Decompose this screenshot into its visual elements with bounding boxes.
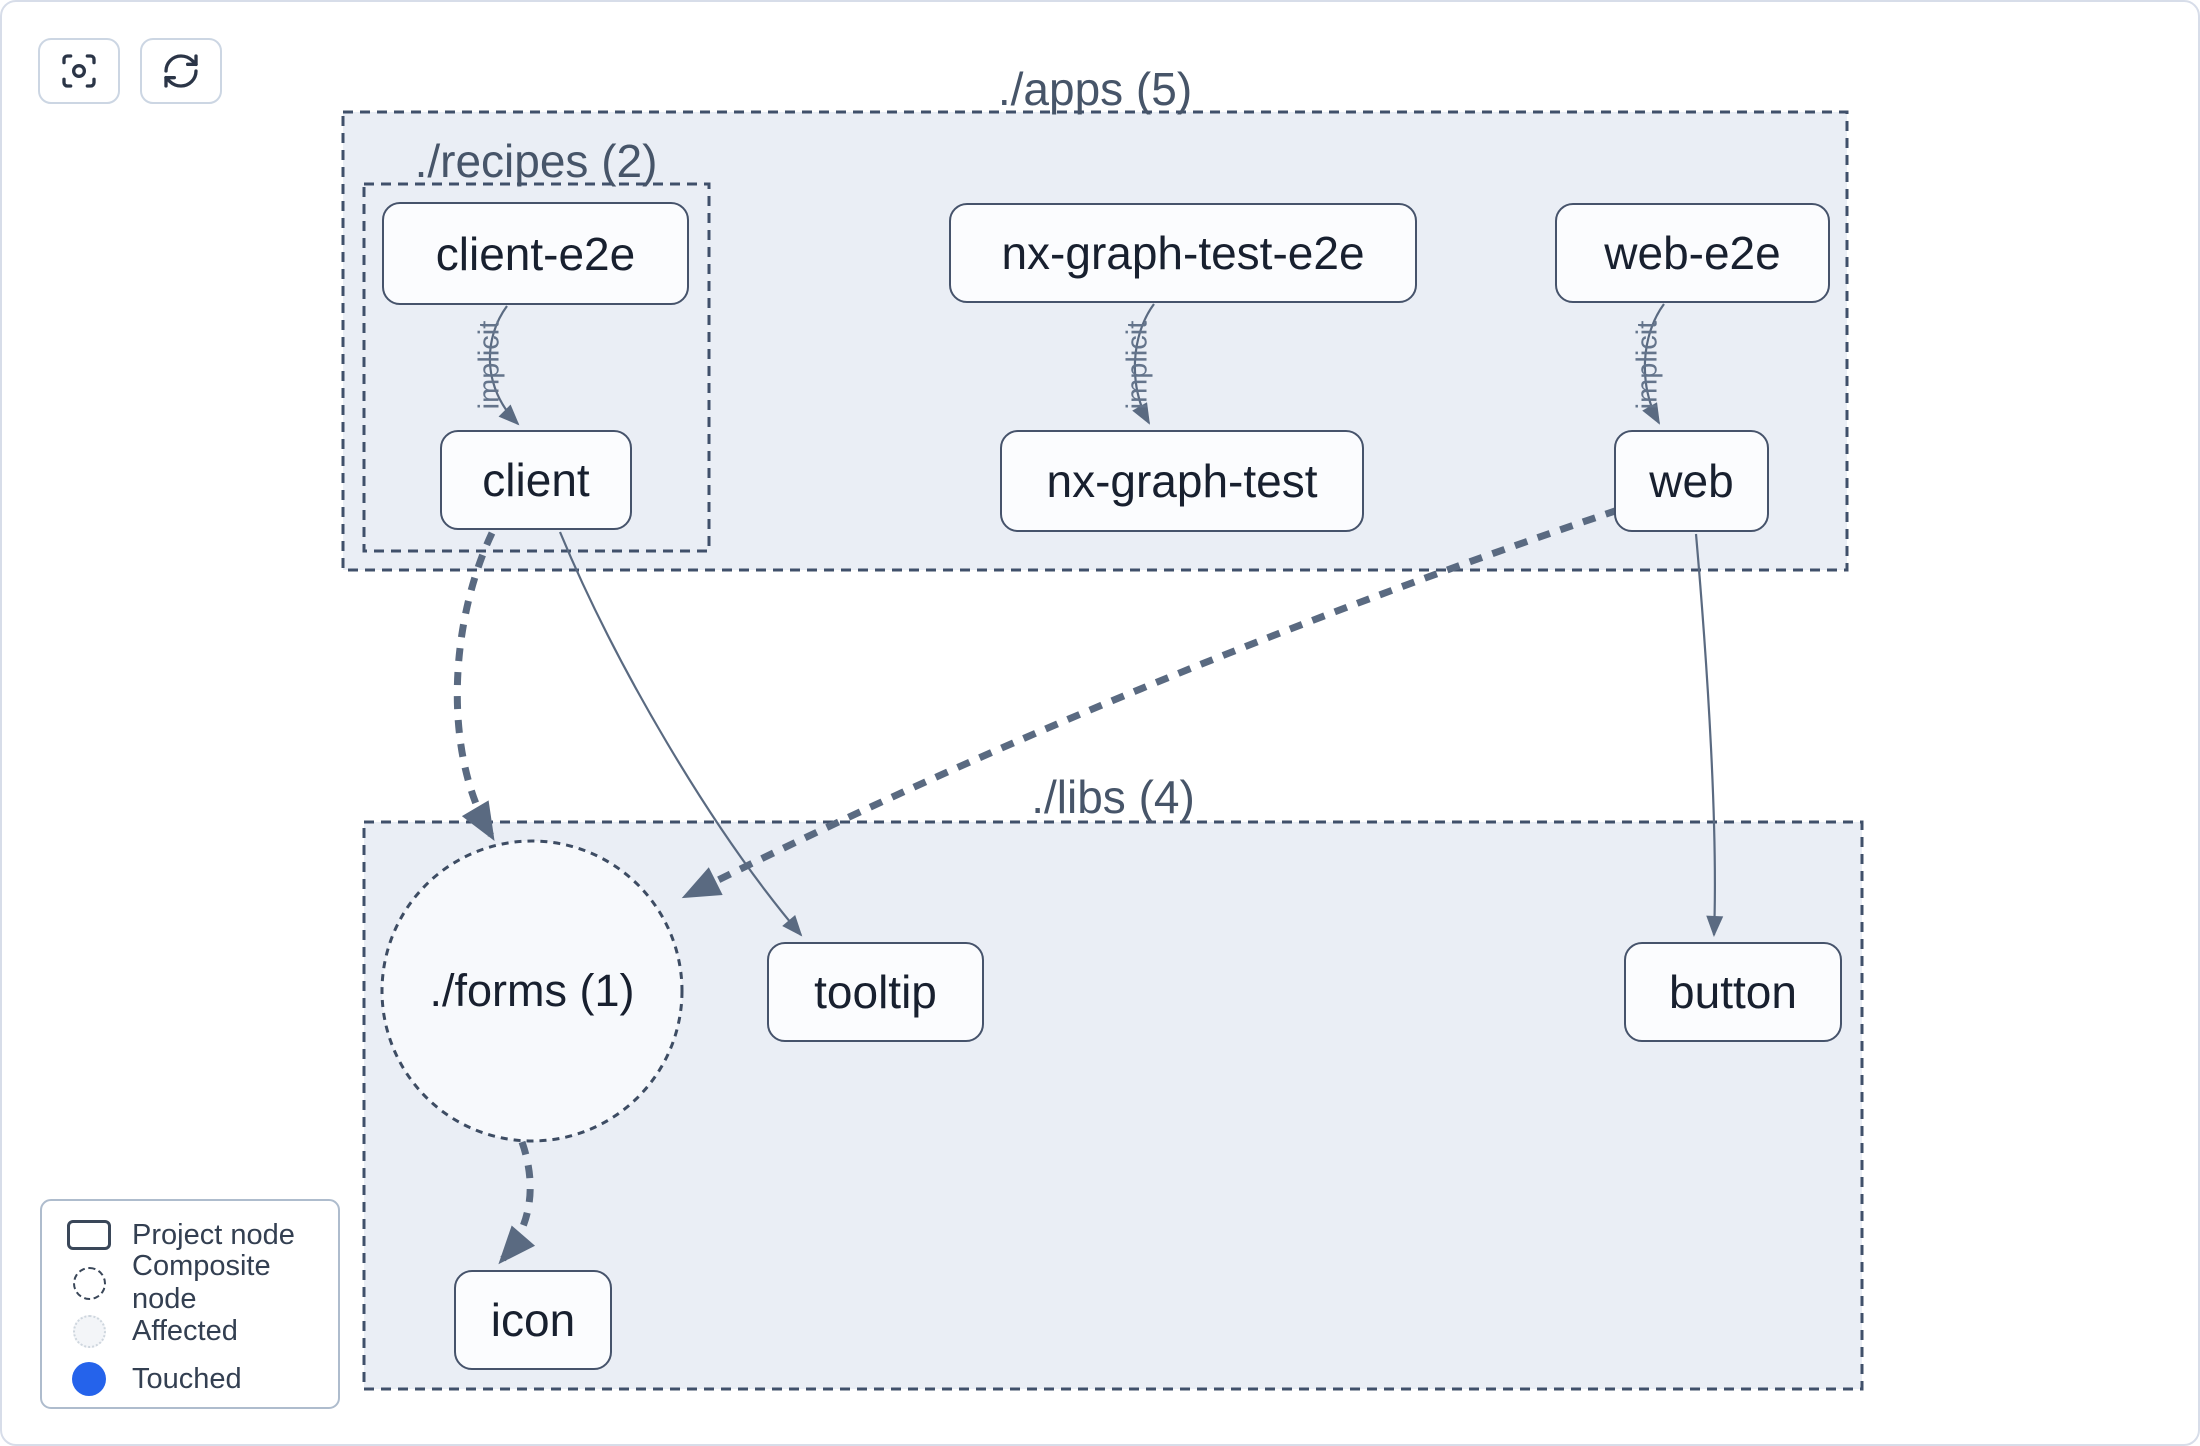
edge-client-forms: [453, 531, 496, 842]
focus-button[interactable]: [38, 38, 120, 104]
edge-label-implicit: implicit: [1631, 320, 1664, 410]
edge-label-implicit: implicit: [473, 320, 506, 410]
node-client-e2e[interactable]: client-e2e: [382, 202, 689, 305]
legend-label: Touched: [132, 1362, 242, 1395]
legend-row: Project node: [64, 1211, 338, 1259]
composite-node-symbol: [72, 1266, 106, 1300]
edge-label-implicit: implicit: [1121, 320, 1154, 410]
legend-label: Affected: [132, 1314, 238, 1347]
touched-symbol: [72, 1362, 106, 1396]
node-icon[interactable]: icon: [454, 1270, 612, 1370]
node-nx-graph-test-e2e[interactable]: nx-graph-test-e2e: [949, 203, 1417, 303]
node-nx-graph-test[interactable]: nx-graph-test: [1000, 430, 1364, 532]
legend: Project node Composite node Affected Tou…: [40, 1199, 340, 1409]
node-web-e2e[interactable]: web-e2e: [1555, 203, 1830, 303]
node-tooltip[interactable]: tooltip: [767, 942, 984, 1042]
focus-icon: [62, 54, 96, 88]
node-button[interactable]: button: [1624, 942, 1842, 1042]
legend-row: Composite node: [64, 1250, 338, 1315]
legend-row: Touched: [64, 1355, 338, 1403]
refresh-button[interactable]: [140, 38, 222, 104]
refresh-icon: [164, 54, 198, 88]
group-title-libs: ./libs (4): [1031, 771, 1195, 823]
edge-web-button: [1694, 533, 1724, 937]
node-client[interactable]: client: [440, 430, 632, 530]
legend-row: Affected: [64, 1307, 338, 1355]
composite-node-forms-label[interactable]: ./forms (1): [429, 965, 635, 1016]
group-title-recipes: ./recipes (2): [414, 135, 658, 187]
group-title-apps: ./apps (5): [997, 63, 1193, 115]
toolbar: [38, 38, 222, 104]
affected-symbol: [72, 1314, 106, 1348]
legend-label: Composite node: [132, 1250, 271, 1315]
node-web[interactable]: web: [1614, 430, 1769, 532]
composite-node-forms[interactable]: [380, 839, 684, 1143]
edge-web-forms: [681, 506, 1620, 899]
project-node-symbol: [67, 1220, 111, 1250]
edge-forms-icon: [498, 1140, 536, 1265]
legend-label: Project node: [132, 1218, 295, 1251]
